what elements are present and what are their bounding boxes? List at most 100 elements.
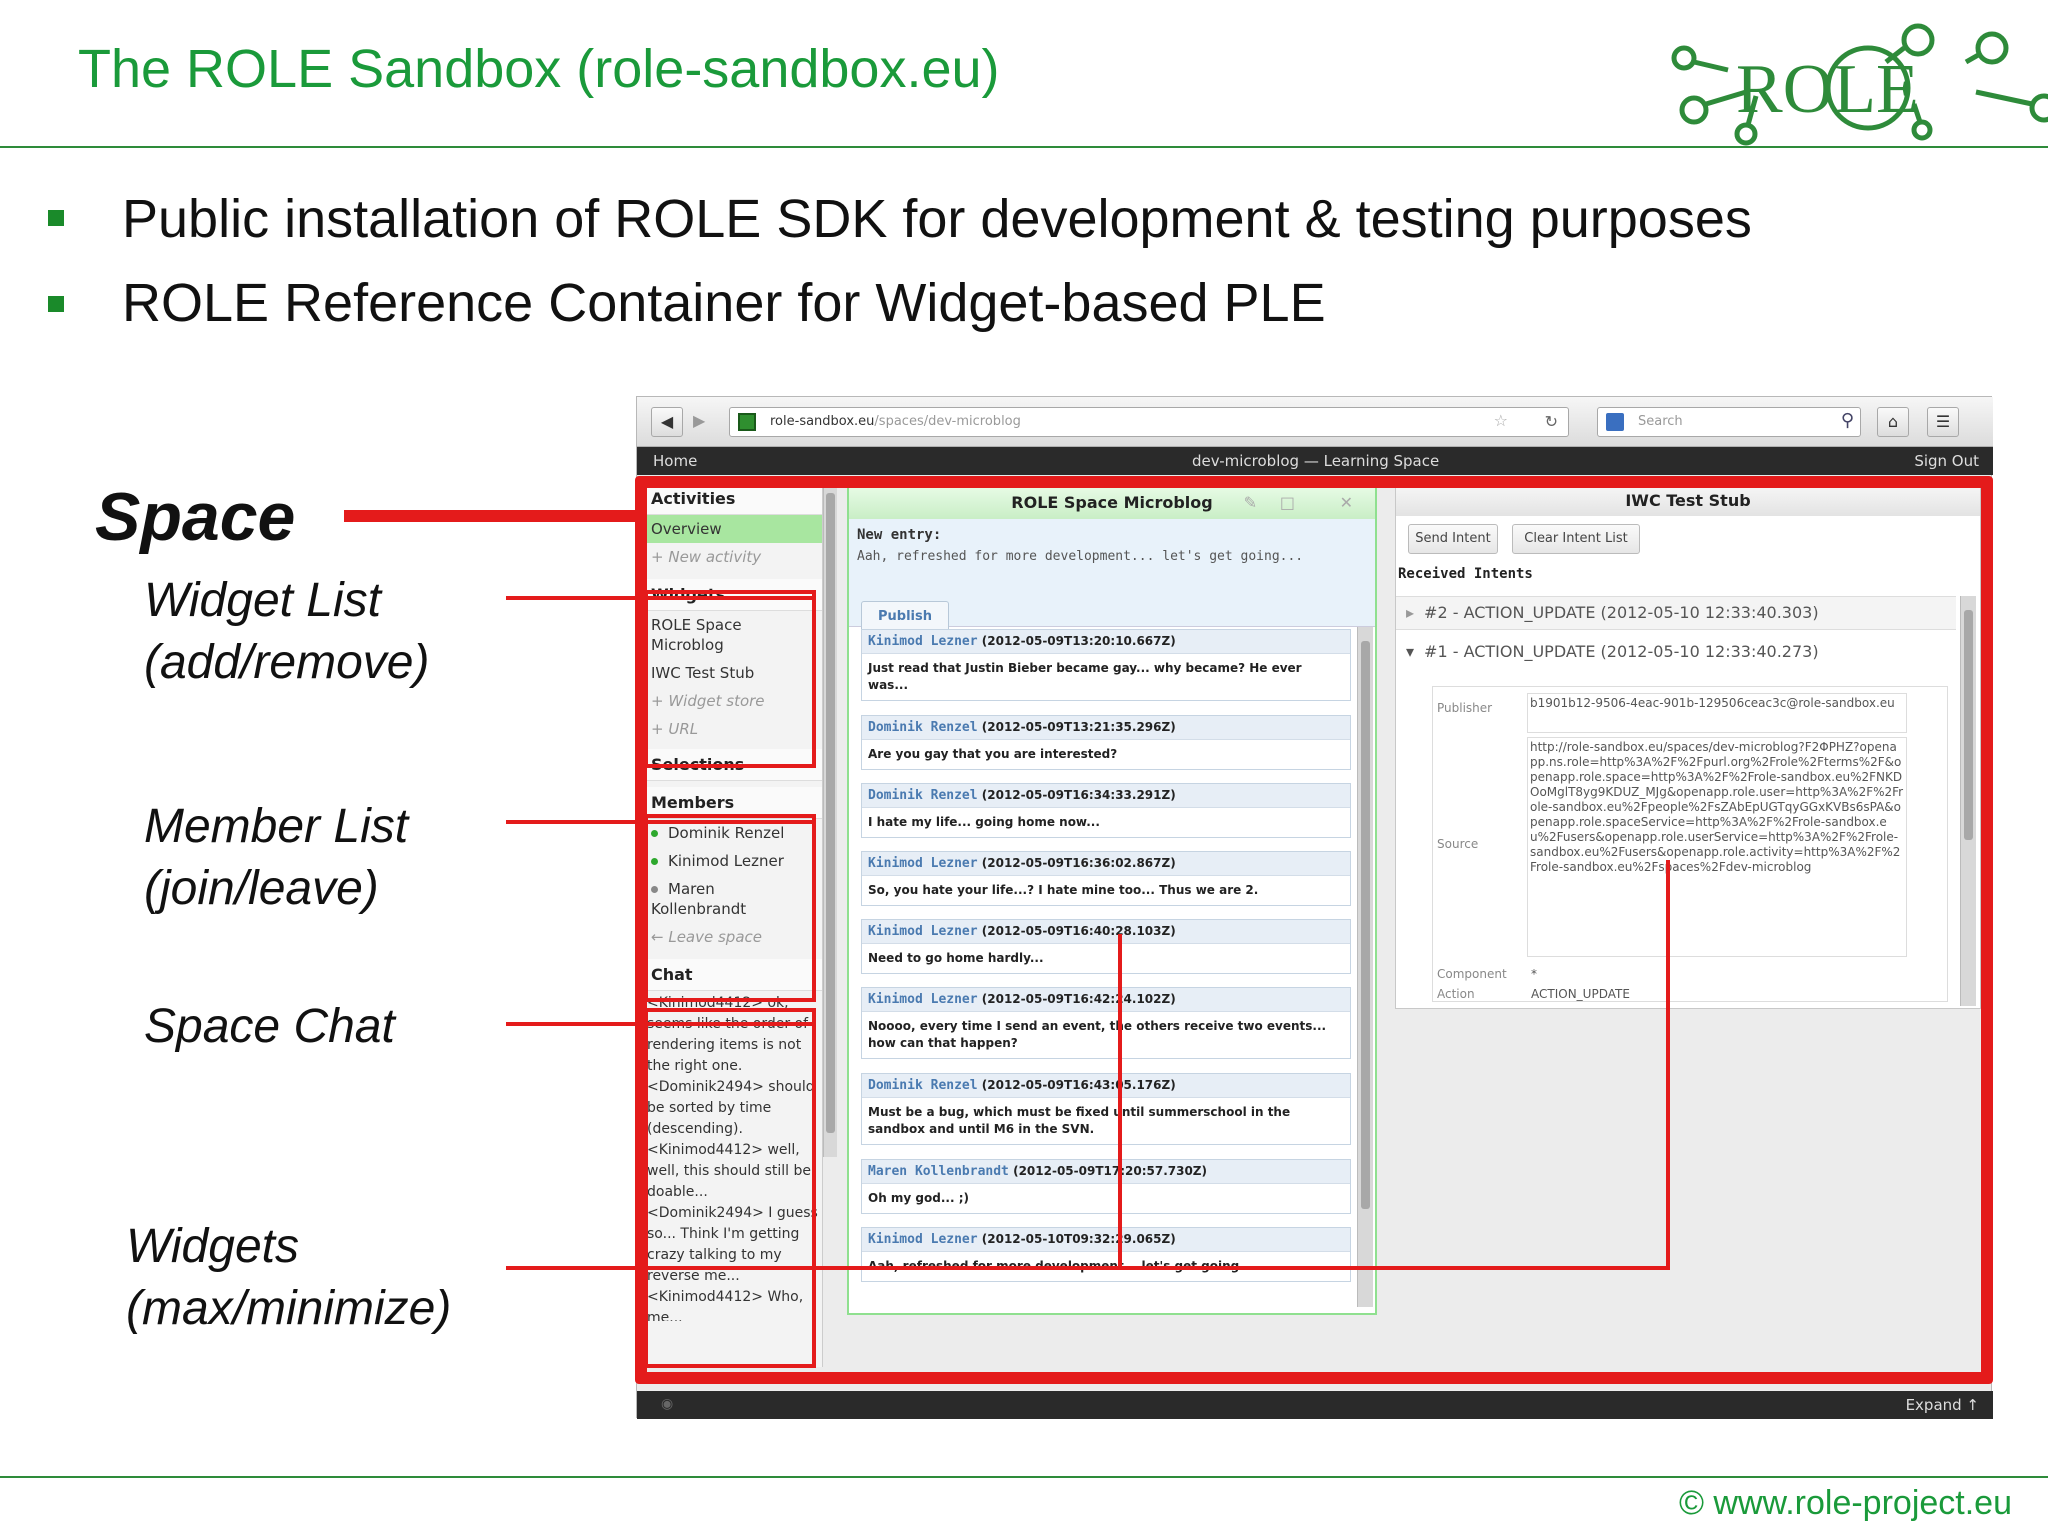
annotation-line: Widget List [144, 574, 381, 627]
post-author[interactable]: Kinimod Lezner [868, 856, 978, 871]
annotation-line: Member List [144, 800, 409, 853]
maximize-icon[interactable]: □ [1279, 493, 1295, 512]
microblog-widget: ROLE Space Microblog ✎ □ ✕ New entry: Aa… [847, 485, 1377, 1315]
add-url-link[interactable]: + URL [651, 720, 699, 738]
app-bottom-bar: ◉ Expand ↑ [637, 1391, 1993, 1419]
new-entry-input[interactable]: Aah, refreshed for more development... l… [857, 549, 1304, 564]
post-text: Need to go home hardly... [868, 951, 1044, 965]
widget-store-link[interactable]: + Widget store [651, 692, 765, 710]
widget-list-item[interactable]: IWC Test Stub [651, 664, 755, 682]
home-link[interactable]: Home [653, 452, 698, 470]
widget-list-item[interactable]: ROLE Space Microblog [651, 616, 742, 654]
post-text: Noooo, every time I send an event, the o… [868, 1019, 1327, 1050]
space-pointer-line [344, 510, 640, 522]
post-header: Maren Kollenbrandt (2012-05-09T17:20:57.… [862, 1160, 1350, 1184]
annotation-line: Widgets [126, 1220, 299, 1273]
sidebar-item-overview[interactable]: Overview [643, 515, 822, 543]
post-author[interactable]: Kinimod Lezner [868, 1232, 978, 1247]
annotation-member-list: Member List (join/leave) [144, 796, 408, 920]
search-input[interactable]: Search ⚲ [1597, 407, 1861, 437]
role-footer-logo: ◉ [661, 1396, 674, 1412]
members-header: Members [643, 787, 822, 819]
post-timestamp: (2012-05-09T16:36:02.867Z) [981, 856, 1176, 870]
search-placeholder: Search [1638, 414, 1683, 429]
menu-icon[interactable]: ☰ [1927, 407, 1959, 437]
source-value: http://role-sandbox.eu/spaces/dev-microb… [1527, 737, 1907, 957]
clear-intent-list-button[interactable]: Clear Intent List [1512, 524, 1640, 554]
microblog-post: Dominik Renzel (2012-05-09T16:43:05.176Z… [861, 1073, 1351, 1145]
bullet-1: Public installation of ROLE SDK for deve… [122, 189, 1752, 249]
post-author[interactable]: Kinimod Lezner [868, 634, 978, 649]
copyright: © www.role-project.eu [1678, 1484, 2012, 1522]
post-author[interactable]: Dominik Renzel [868, 788, 978, 803]
widget-list-pointer-line [506, 596, 816, 600]
sidebar-scrollbar[interactable] [823, 483, 837, 1157]
post-author[interactable]: Dominik Renzel [868, 720, 978, 735]
space-chat-pointer-line [506, 1022, 816, 1026]
collapse-arrow-icon: ▾ [1406, 642, 1415, 661]
post-header: Dominik Renzel (2012-05-09T16:34:33.291Z… [862, 784, 1350, 808]
post-header: Kinimod Lezner (2012-05-10T09:32:29.065Z… [862, 1228, 1350, 1252]
post-author[interactable]: Kinimod Lezner [868, 992, 978, 1007]
post-text: Oh my god... ;) [868, 1191, 969, 1205]
post-text: Must be a bug, which must be fixed until… [868, 1105, 1291, 1136]
post-author[interactable]: Kinimod Lezner [868, 924, 978, 939]
post-timestamp: (2012-05-10T09:32:29.065Z) [981, 1232, 1176, 1246]
widgets-pointer-microblog [1118, 934, 1122, 1270]
iwc-scrollbar[interactable] [1960, 596, 1976, 1006]
expand-arrow-icon: ▸ [1406, 603, 1415, 622]
reload-icon[interactable]: ↻ [1544, 412, 1558, 431]
back-icon[interactable]: ◀ [651, 407, 683, 437]
intent-label: #2 - ACTION_UPDATE (2012-05-10 12:33:40.… [1424, 603, 1819, 622]
sign-out-link[interactable]: Sign Out [1914, 452, 1979, 470]
member-list-item: Dominik Renzel [643, 819, 822, 847]
new-entry-form: New entry: Aah, refreshed for more devel… [849, 519, 1375, 633]
send-intent-button[interactable]: Send Intent [1408, 524, 1498, 554]
space-sidebar: Activities Overview + New activity Widge… [643, 483, 823, 1367]
leave-space-link[interactable]: ← Leave space [651, 928, 762, 946]
scrollbar-thumb[interactable] [1964, 610, 1973, 840]
expand-button[interactable]: Expand ↑ [1905, 1396, 1979, 1414]
component-value: * [1531, 967, 1537, 981]
post-timestamp: (2012-05-09T13:20:10.667Z) [981, 634, 1176, 648]
intent-label: #1 - ACTION_UPDATE (2012-05-10 12:33:40.… [1424, 642, 1819, 661]
scrollbar-thumb[interactable] [826, 493, 835, 1133]
post-header: Kinimod Lezner (2012-05-09T13:20:10.667Z… [862, 630, 1350, 654]
post-author[interactable]: Maren Kollenbrandt [868, 1164, 1009, 1179]
post-author[interactable]: Dominik Renzel [868, 1078, 978, 1093]
microblog-post: Kinimod Lezner (2012-05-09T16:42:24.102Z… [861, 987, 1351, 1059]
browser-window: ◀ ▶ role-sandbox.eu/spaces/dev-microblog… [636, 396, 1993, 1419]
post-timestamp: (2012-05-09T16:42:24.102Z) [981, 992, 1176, 1006]
forward-icon[interactable]: ▶ [693, 411, 706, 430]
annotation-line: (join/leave) [144, 862, 379, 915]
intent-row-expanded[interactable]: ▾ #1 - ACTION_UPDATE (2012-05-10 12:33:40… [1396, 636, 1956, 670]
home-icon[interactable]: ⌂ [1877, 407, 1909, 437]
action-value: ACTION_UPDATE [1531, 987, 1630, 1001]
minimize-icon[interactable]: ✎ [1243, 493, 1257, 512]
title-divider [0, 146, 2048, 148]
footer-divider [0, 1476, 2048, 1478]
publish-button[interactable]: Publish [861, 601, 949, 633]
new-activity-link[interactable]: + New activity [651, 548, 762, 566]
close-icon[interactable]: ✕ [1339, 493, 1353, 512]
scrollbar-thumb[interactable] [1361, 641, 1370, 1209]
bullet-2: ROLE Reference Container for Widget-base… [122, 273, 1326, 333]
intent-row-collapsed[interactable]: ▸ #2 - ACTION_UPDATE (2012-05-10 12:33:40… [1396, 596, 1956, 630]
bookmark-star-icon[interactable]: ☆ [1493, 411, 1508, 430]
microblog-scrollbar[interactable] [1357, 627, 1373, 1307]
search-icon[interactable]: ⚲ [1840, 410, 1854, 431]
annotation-line: (max/minimize) [126, 1282, 452, 1335]
received-intents-label: Received Intents [1398, 566, 1533, 582]
add-url-label: URL [668, 720, 699, 738]
search-engine-icon [1606, 413, 1624, 431]
annotation-line: (add/remove) [144, 636, 430, 689]
post-text: I hate my life... going home now... [868, 815, 1100, 829]
post-timestamp: (2012-05-09T16:34:33.291Z) [981, 788, 1176, 802]
url-bar[interactable]: role-sandbox.eu/spaces/dev-microblog ↻ ☆ [729, 407, 1569, 437]
post-header: Kinimod Lezner (2012-05-09T16:42:24.102Z… [862, 988, 1350, 1012]
microblog-title-bar: ROLE Space Microblog ✎ □ ✕ [849, 487, 1375, 519]
member-list-highlight-box [644, 814, 816, 1002]
widgets-header: Widgets [643, 579, 822, 611]
url-host: role-sandbox.eu [770, 414, 875, 429]
microblog-post: Kinimod Lezner (2012-05-09T16:36:02.867Z… [861, 851, 1351, 906]
